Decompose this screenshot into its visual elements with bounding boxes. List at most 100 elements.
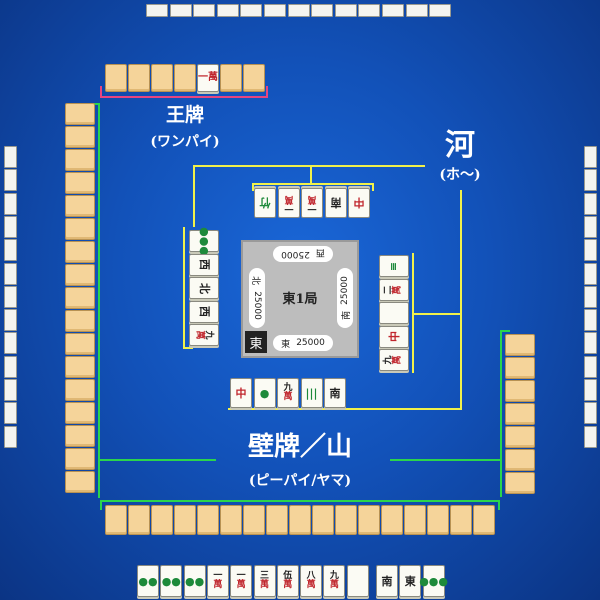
north-score: 25000	[252, 291, 262, 320]
tile-suit: 萬	[392, 284, 403, 295]
tile-rank: 一	[213, 571, 223, 581]
tile-suit: 萬	[284, 194, 294, 204]
top-wall-tile	[193, 4, 216, 17]
dead-wall-guide-right	[266, 86, 268, 98]
tile-rank: 九	[283, 383, 293, 393]
tile-symbol: 中	[353, 196, 365, 210]
river-left-tile: 西	[189, 253, 219, 276]
left-opponent-wall-tile	[4, 309, 17, 332]
top-wall-tile	[334, 4, 357, 17]
bottom-wall-tile	[427, 505, 449, 535]
tile-symbol: ●●	[184, 574, 205, 588]
top-wall-tile	[382, 4, 404, 17]
bottom-wall-guide-r	[498, 500, 500, 510]
right-wall-tile	[505, 334, 535, 356]
tile-symbol: ●	[259, 386, 270, 400]
hand-tile[interactable]: 八萬	[300, 565, 323, 597]
tile-symbol: 南	[329, 386, 341, 400]
river-top-tile: 一萬	[301, 188, 323, 218]
dead-wall-tile	[243, 64, 265, 92]
river-guide-left-bracket	[183, 227, 185, 349]
left-opponent-wall-tile	[4, 425, 17, 448]
left-opponent-wall-tile	[4, 169, 17, 192]
tile-rank: 伍	[283, 571, 293, 581]
west-score: 25000	[281, 249, 310, 259]
right-opponent-wall-tile	[584, 192, 597, 215]
dead-wall-tile	[105, 64, 127, 92]
tile-face: ≡	[388, 261, 401, 270]
tile-suit: 萬	[236, 580, 246, 590]
left-wall-guide-top	[90, 103, 100, 105]
right-wall-tile	[505, 403, 535, 425]
left-wall-tile	[65, 241, 95, 263]
left-wall-tile	[65, 126, 95, 148]
tile-rank: 一	[236, 571, 246, 581]
right-wall-tile	[505, 380, 535, 402]
left-wall-tile	[65, 402, 95, 424]
hand-tile[interactable]: ●●●	[419, 565, 448, 597]
right-opponent-wall-tile	[584, 309, 597, 332]
hand-tile[interactable]: ●●	[160, 565, 183, 597]
hand-tile[interactable]: 東	[399, 565, 422, 597]
river-guide-top-bracket	[252, 183, 374, 185]
tile-symbol: 南	[381, 574, 393, 588]
river-left-tile: ●●●	[189, 227, 219, 255]
right-wall-guide	[500, 330, 502, 497]
tile-face: 北	[198, 283, 211, 294]
hand-tile[interactable]: 南	[376, 565, 398, 597]
tile-symbol: 南	[330, 196, 341, 210]
top-wall-tile	[240, 4, 263, 17]
tile-rank: 九	[203, 330, 214, 340]
wall-title: 壁牌／山	[247, 432, 352, 462]
river-guide-top-bl	[252, 183, 254, 191]
hand-tile[interactable]	[346, 565, 369, 597]
tile-face: ●●●	[198, 227, 211, 256]
top-wall-tile	[358, 4, 381, 17]
south-score-pill: 南 25000	[337, 268, 353, 328]
river-guide-top-bar	[193, 165, 425, 167]
bottom-wall-tile	[197, 505, 219, 535]
hand-tile[interactable]: 九萬	[323, 565, 346, 597]
river-guide-bottom-bracket	[228, 408, 352, 410]
right-opponent-wall-tile	[584, 146, 597, 168]
bottom-wall-tile	[358, 505, 380, 535]
tile-rank: 一	[307, 203, 317, 213]
tile-suit: 萬	[194, 330, 205, 340]
hand-tile[interactable]: 伍萬	[276, 565, 299, 597]
hand-tile[interactable]: 三萬	[253, 565, 276, 597]
dead-wall-tile	[151, 64, 173, 92]
left-wall-tile	[65, 195, 95, 217]
wanpai-reading: (ワンパイ)	[150, 134, 220, 150]
river-right-tile: 二萬	[379, 278, 409, 301]
tile-symbol: |||	[305, 386, 318, 400]
tile-face: 中	[388, 331, 401, 342]
river-bottom-tile: 九萬	[277, 378, 299, 408]
left-wall-tile	[65, 310, 95, 332]
north-score-pill: 北 25000	[249, 268, 265, 328]
left-opponent-wall-tile	[4, 262, 17, 285]
tile-suit: 萬	[213, 580, 223, 590]
river-guide-top-stem	[310, 165, 312, 183]
river-left-tile: 西	[189, 300, 219, 323]
right-opponent-wall-tile	[584, 285, 597, 308]
right-wall-tile	[505, 357, 535, 379]
bottom-wall-tile	[381, 505, 403, 535]
bottom-wall-tile	[174, 505, 196, 535]
right-wall-tile	[505, 472, 535, 494]
dead-wall-tile	[174, 64, 196, 92]
right-opponent-wall-tile	[584, 239, 597, 262]
tile-symbol: ●●	[138, 574, 158, 588]
hand-tile[interactable]: ●●	[183, 565, 206, 597]
hand-tile[interactable]: 一萬	[206, 565, 229, 597]
river-bottom-tile: ●	[253, 378, 276, 408]
left-wall-tile	[65, 379, 95, 401]
river-guide-right-arm	[412, 313, 462, 315]
bottom-wall-tile	[151, 505, 173, 535]
left-wall-tile	[65, 264, 95, 286]
bottom-wall-tile	[220, 505, 242, 535]
hand-tile[interactable]: ●●	[137, 565, 159, 597]
seat-wind-badge: 東	[245, 331, 267, 353]
left-wall-tile	[65, 218, 95, 240]
hand-tile[interactable]: 一萬	[230, 565, 253, 597]
tile-symbol: 西	[197, 259, 211, 270]
